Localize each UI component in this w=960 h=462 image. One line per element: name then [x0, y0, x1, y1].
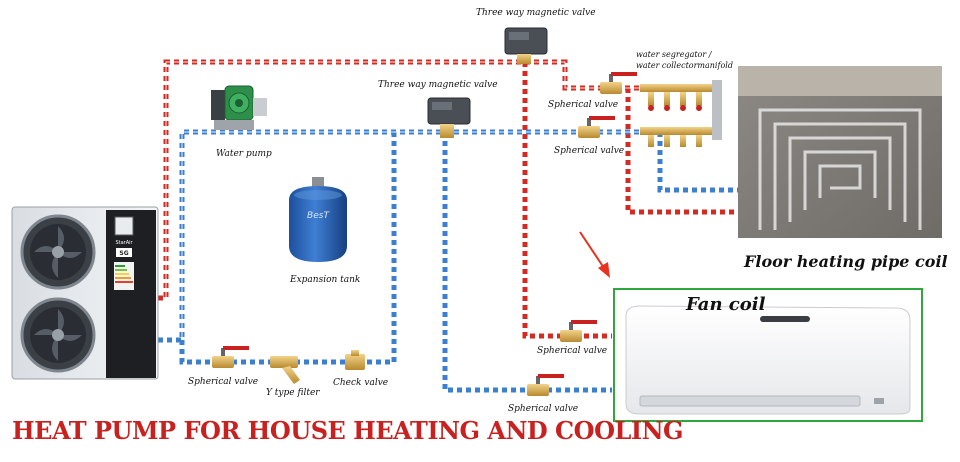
label-check-valve: Check valve	[333, 378, 389, 388]
label-water-pump: Water pump	[216, 149, 272, 159]
cold-pipe-tank-loop	[179, 132, 397, 365]
label-three-way-valve-mid: Three way magnetic valve	[378, 80, 498, 90]
ball-valve-fancoil-bottom	[527, 374, 564, 396]
ball-valve-left	[212, 346, 249, 368]
label-water-segregator-2: water collectormanifold	[636, 61, 733, 70]
hot-pipe-to-fancoil	[522, 62, 612, 339]
three-way-valve-top	[504, 27, 548, 64]
label-spherical-valve-left: Spherical valve	[188, 377, 259, 387]
label-y-type-filter: Y type filter	[266, 388, 320, 398]
check-valve	[345, 350, 365, 370]
tank-brand: BesT	[307, 211, 330, 221]
cold-pipe-floor-return	[657, 132, 740, 193]
hot-pipe-floor-return	[625, 88, 740, 215]
label-floor-heating: Floor heating pipe coil	[744, 252, 948, 271]
ball-valve-manifold-top	[600, 72, 637, 94]
cold-pipe-main	[158, 129, 640, 343]
water-pump	[211, 85, 267, 130]
label-spherical-valve-manifold-top: Spherical valve	[548, 100, 619, 110]
pointer-arrow	[579, 231, 610, 278]
label-spherical-valve-fancoil-top: Spherical valve	[537, 346, 608, 356]
fan-coil-unit	[613, 288, 923, 422]
water-manifold	[640, 80, 722, 147]
heat-pump-badge: SG	[119, 250, 128, 257]
floor-heating-photo	[738, 66, 942, 238]
label-fan-coil: Fan coil	[686, 294, 766, 315]
page-title: HEAT PUMP FOR HOUSE HEATING AND COOLING	[12, 416, 684, 445]
label-expansion-tank: Expansion tank	[290, 275, 361, 285]
ball-valve-fancoil-top	[560, 320, 597, 342]
heat-pump-brand: StarAir	[115, 240, 133, 246]
y-type-filter	[270, 356, 300, 384]
cold-pipe-to-fancoil	[442, 132, 612, 393]
label-spherical-valve-fancoil-bottom: Spherical valve	[508, 404, 579, 414]
three-way-valve-mid	[427, 97, 471, 138]
ball-valve-manifold-bottom	[578, 116, 615, 138]
heat-pump-unit: StarAir SG	[11, 206, 159, 380]
label-spherical-valve-manifold-bottom: Spherical valve	[554, 146, 625, 156]
label-three-way-valve-top: Three way magnetic valve	[476, 8, 596, 18]
expansion-tank: BesT	[289, 177, 347, 262]
label-water-segregator-1: water segregator /	[636, 50, 712, 59]
